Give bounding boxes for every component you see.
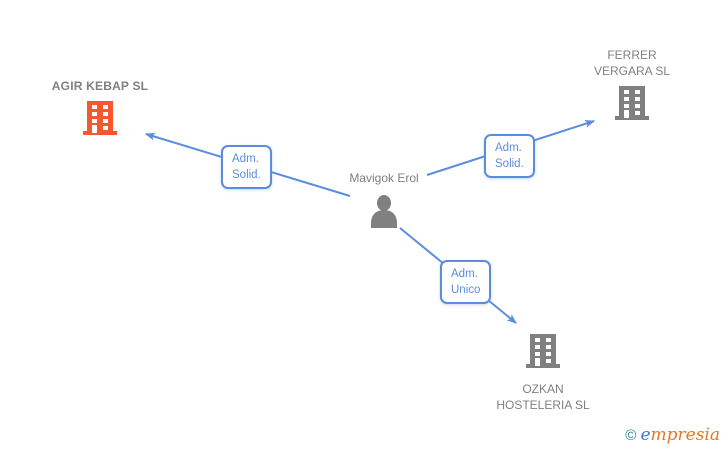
empresia-watermark: © empresia	[625, 425, 720, 445]
edge-label-line: Adm.	[232, 153, 259, 165]
empresia-logo-text: empresia	[640, 425, 720, 445]
company-building-icon	[614, 86, 650, 121]
company-name: VERGARA SL	[593, 64, 671, 78]
person-name: Mavigok Erol	[349, 171, 419, 185]
node-company-ferrer-vergara[interactable]: FERRER VERGARA SL	[570, 47, 694, 126]
node-person-mavigok-erol[interactable]: Mavigok Erol	[322, 170, 446, 233]
edge-label-line: Solid.	[495, 158, 524, 170]
company-name: FERRER	[607, 48, 657, 62]
edge-label-adm-unico-ozkan: Adm. Unico	[440, 260, 492, 304]
person-icon	[365, 195, 403, 228]
edge-label-adm-solid-ferrer: Adm. Solid.	[484, 134, 535, 178]
company-name: AGIR KEBAP SL	[51, 79, 149, 93]
company-name: HOSTELERIA SL	[496, 398, 590, 412]
edge-label-line: Adm.	[495, 142, 522, 154]
company-building-icon	[525, 334, 561, 369]
company-building-icon	[82, 101, 118, 136]
company-name: OZKAN	[522, 382, 564, 396]
node-company-ozkan-hosteleria[interactable]: OZKAN HOSTELERIA SL	[481, 334, 605, 413]
edge-label-line: Unico	[451, 284, 481, 296]
edge-label-adm-solid-agir: Adm. Solid.	[221, 145, 272, 189]
edge-label-line: Solid.	[232, 169, 261, 181]
copyright-symbol: ©	[625, 427, 637, 444]
edge-label-line: Adm.	[451, 268, 478, 280]
node-company-agir-kebap[interactable]: AGIR KEBAP SL	[38, 78, 162, 141]
